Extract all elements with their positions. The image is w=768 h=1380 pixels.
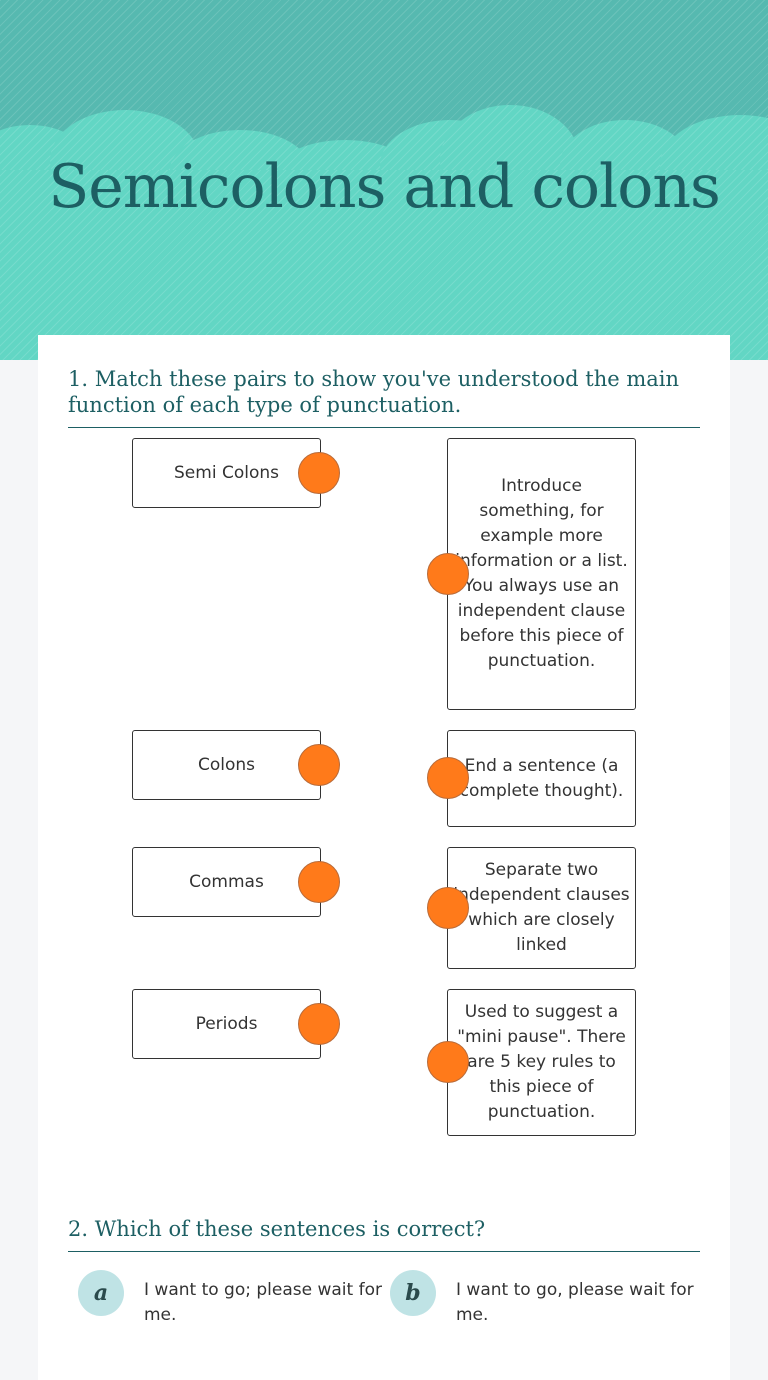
answer-option-a[interactable]: a I want to go; please wait for me. — [78, 1270, 382, 1330]
match-left-item[interactable]: Commas — [132, 847, 321, 917]
header-banner: Semicolons and colons — [0, 0, 768, 360]
question-1-title: 1. Match these pairs to show you've unde… — [68, 367, 680, 417]
match-right-item[interactable]: Introduce something, for example more in… — [447, 438, 636, 710]
match-right-item[interactable]: Used to suggest a "mini pause". There ar… — [447, 989, 636, 1136]
option-letter-badge[interactable]: b — [390, 1270, 436, 1316]
match-left-item[interactable]: Periods — [132, 989, 321, 1059]
cloud-decoration — [0, 170, 768, 360]
match-connector-dot[interactable] — [298, 1003, 340, 1045]
match-left-item[interactable]: Semi Colons — [132, 438, 321, 508]
match-right-item[interactable]: End a sentence (a complete thought). — [447, 730, 636, 827]
option-letter-badge[interactable]: a — [78, 1270, 124, 1316]
option-text: I want to go, please wait for me. — [456, 1280, 694, 1325]
match-left-item[interactable]: Colons — [132, 730, 321, 800]
option-text: I want to go; please wait for me. — [144, 1280, 382, 1325]
match-right-item[interactable]: Separate two independent clauses which a… — [447, 847, 636, 969]
question-1-divider — [68, 427, 700, 428]
match-connector-dot[interactable] — [298, 861, 340, 903]
match-connector-dot[interactable] — [298, 452, 340, 494]
worksheet-card: 1. Match these pairs to show you've unde… — [38, 335, 730, 1380]
match-connector-dot[interactable] — [298, 744, 340, 786]
match-connector-dot[interactable] — [427, 1041, 469, 1083]
question-2-divider — [68, 1251, 700, 1252]
match-connector-dot[interactable] — [427, 757, 469, 799]
match-connector-dot[interactable] — [427, 887, 469, 929]
answer-option-b[interactable]: b I want to go, please wait for me. — [390, 1270, 694, 1330]
match-connector-dot[interactable] — [427, 553, 469, 595]
question-2-title: 2. Which of these sentences is correct? — [68, 1217, 486, 1241]
page-title: Semicolons and colons — [48, 152, 721, 222]
